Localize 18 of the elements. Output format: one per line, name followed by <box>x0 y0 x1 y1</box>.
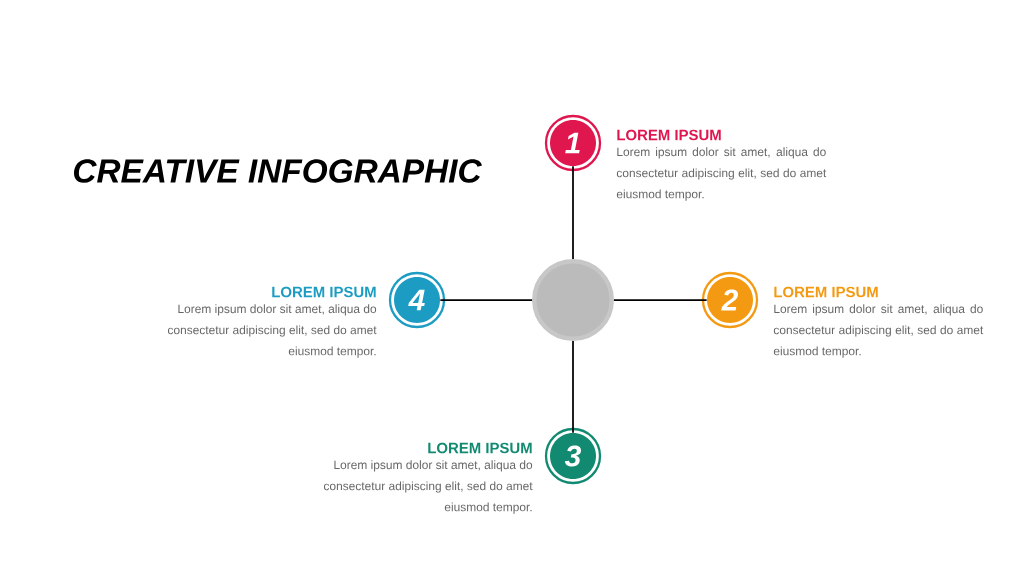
number-badge: 4 <box>388 271 446 329</box>
body-text: Lorem ipsum dolor sit amet, aliqua do consectetur adipiscing elit, sed do amet eiusmod tempor. <box>616 147 827 201</box>
number-badge: 1 <box>544 114 602 172</box>
center-circle <box>532 259 614 341</box>
heading: LOREM IPSUM <box>774 286 878 298</box>
heading: LOREM IPSUM <box>617 129 721 141</box>
title: CREATIVE INFOGRAPHIC <box>74 159 482 183</box>
heading: LOREM IPSUM <box>428 442 532 454</box>
heading: LOREM IPSUM <box>272 286 376 298</box>
connector-line <box>572 340 574 434</box>
connector-line <box>613 299 708 301</box>
number-badge: 2 <box>701 271 759 329</box>
connector-line <box>572 165 574 260</box>
connector-line <box>439 299 533 301</box>
body-text: Lorem ipsum dolor sit amet, aliqua do consectetur adipiscing elit, sed do amet eiusmod tempor. <box>773 304 984 358</box>
number-badge: 3 <box>544 427 602 485</box>
body-text: Lorem ipsum dolor sit amet, aliqua do consectetur adipiscing elit, sed do amet eiusmod tempor. <box>167 304 377 358</box>
body-text: Lorem ipsum dolor sit amet, aliqua do consectetur adipiscing elit, sed do amet eiusmod tempor. <box>323 460 533 514</box>
